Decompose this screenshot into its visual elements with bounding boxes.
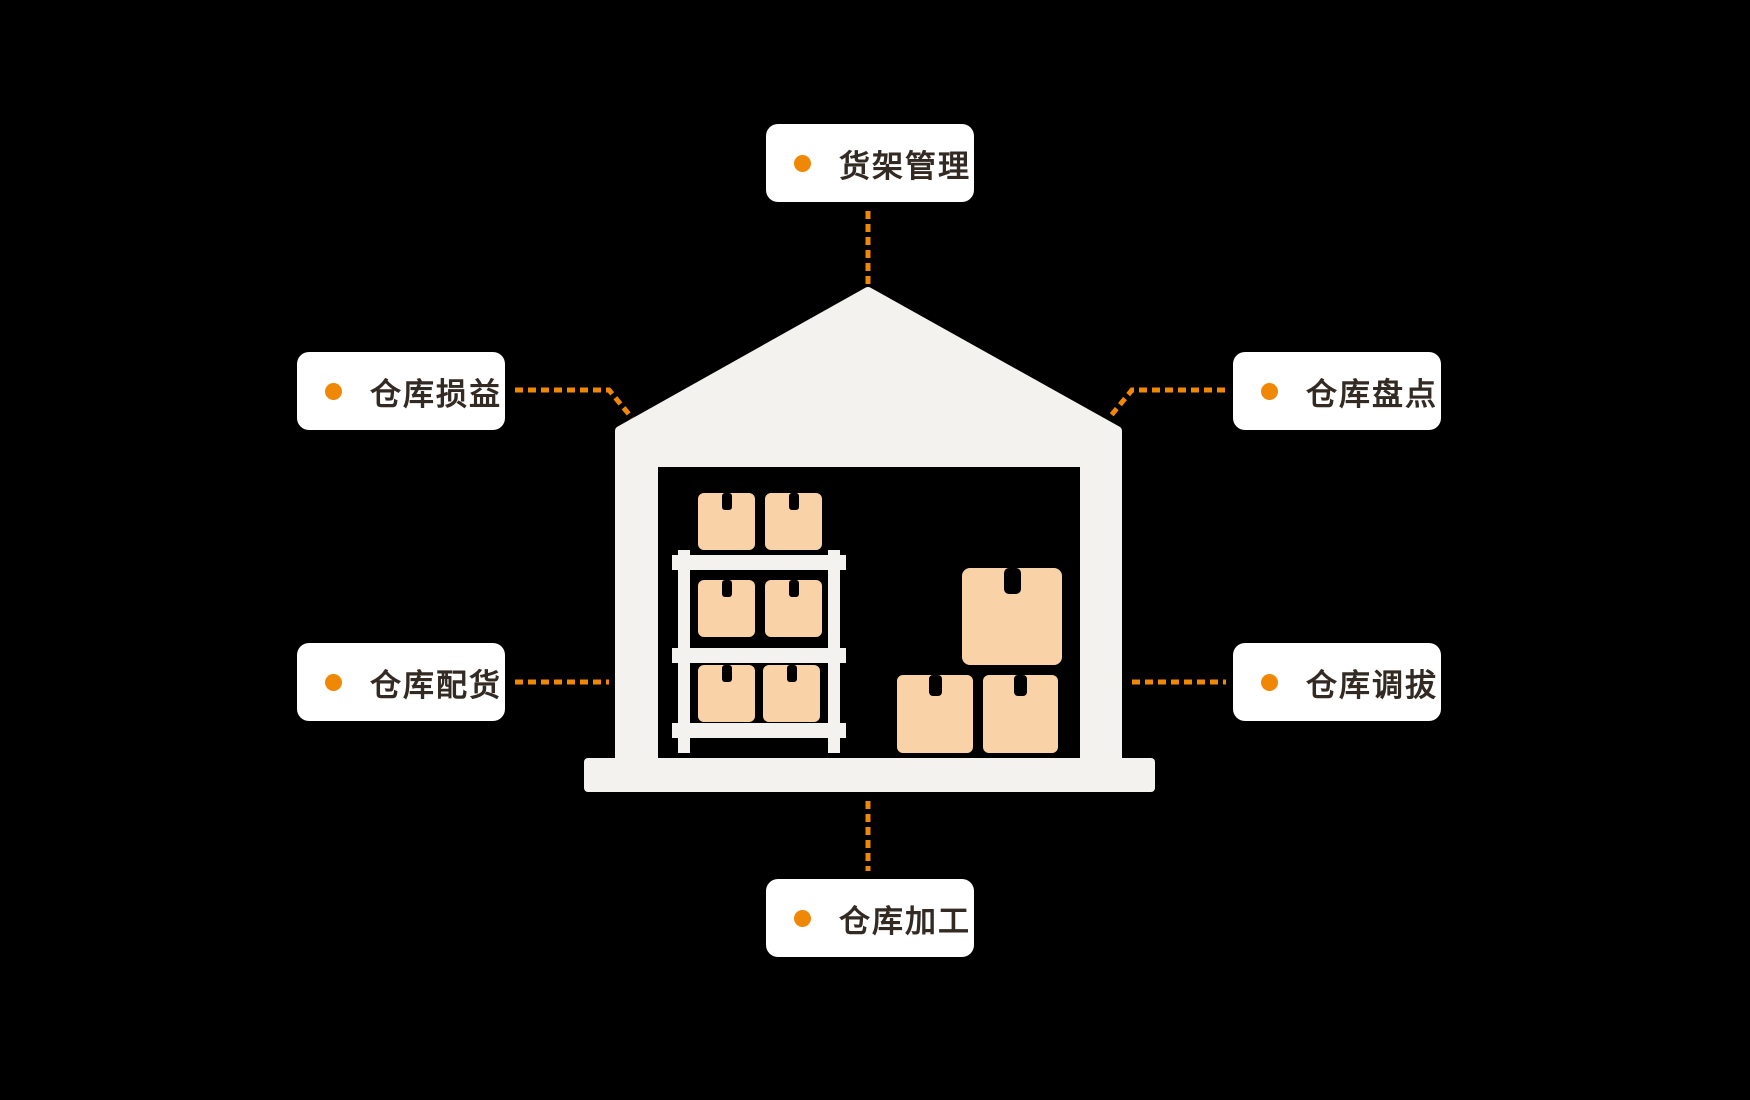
floor-boxes-icon <box>897 568 1062 753</box>
bullet-icon <box>794 909 811 927</box>
bullet-icon <box>325 382 342 400</box>
label-warehouse-stocktaking: 仓库盘点 <box>1233 352 1441 430</box>
label-text: 货架管理 <box>839 148 971 184</box>
label-text: 仓库配货 <box>370 667 502 703</box>
label-text: 仓库损益 <box>370 376 502 412</box>
label-text: 仓库调拔 <box>1306 667 1438 703</box>
label-text: 仓库盘点 <box>1306 376 1438 412</box>
label-warehouse-profit-loss: 仓库损益 <box>297 352 505 430</box>
bullet-icon <box>794 154 811 172</box>
connector-left-upper <box>515 387 634 420</box>
bullet-icon <box>1261 673 1278 691</box>
warehouse-building-icon <box>584 287 1155 792</box>
shelf-boxes-icon <box>698 493 822 722</box>
label-text: 仓库加工 <box>839 903 971 939</box>
shelf-icon <box>672 550 846 753</box>
label-warehouse-allocation: 仓库配货 <box>297 643 505 721</box>
warehouse-platform <box>584 758 1155 792</box>
label-warehouse-transfer: 仓库调拔 <box>1233 643 1441 721</box>
connector-right-upper <box>1107 387 1225 420</box>
bullet-icon <box>325 673 342 691</box>
bullet-icon <box>1261 382 1278 400</box>
label-shelf-management: 货架管理 <box>766 124 974 202</box>
label-warehouse-processing: 仓库加工 <box>766 879 974 957</box>
